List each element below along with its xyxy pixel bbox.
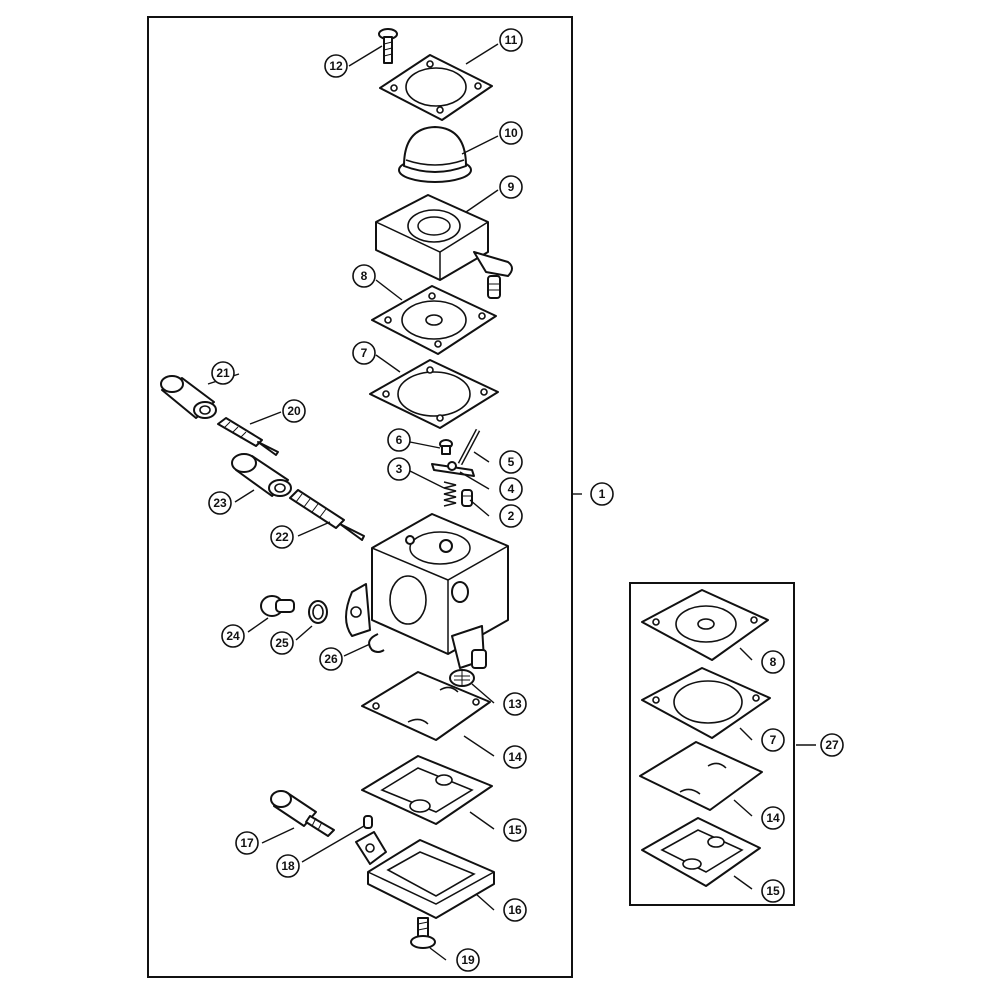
svg-text:13: 13 xyxy=(508,697,522,711)
svg-text:4: 4 xyxy=(508,482,515,496)
part-26-clip xyxy=(368,633,385,653)
kit-callout-14: 14 xyxy=(761,806,785,830)
part-6-screw xyxy=(439,439,453,455)
callout-12: 12 xyxy=(324,54,348,78)
callout-16: 16 xyxy=(503,898,527,922)
part-10-primer-bulb xyxy=(398,126,472,183)
callout-21: 21 xyxy=(211,361,235,385)
repair-kit-frame xyxy=(629,582,795,906)
part-23-limiter-cap xyxy=(231,453,292,497)
callout-14: 14 xyxy=(503,745,527,769)
part-16-metering-cover xyxy=(355,831,495,919)
svg-text:15: 15 xyxy=(508,823,522,837)
svg-text:7: 7 xyxy=(361,346,368,360)
main-assembly-frame xyxy=(147,16,573,978)
svg-text:25: 25 xyxy=(275,636,289,650)
kit-part-15-gasket xyxy=(641,817,761,887)
svg-text:20: 20 xyxy=(287,404,301,418)
callout-17: 17 xyxy=(235,831,259,855)
part-8-diaphragm xyxy=(371,285,497,355)
svg-text:2: 2 xyxy=(508,509,515,523)
part-3-spring xyxy=(443,481,457,507)
part-22-adjusting-screw xyxy=(289,489,365,541)
svg-text:10: 10 xyxy=(504,126,518,140)
part-12-screw xyxy=(378,28,398,64)
svg-text:8: 8 xyxy=(770,655,777,669)
svg-text:7: 7 xyxy=(770,733,777,747)
callout-9: 9 xyxy=(499,175,523,199)
part-14-metering-diaphragm xyxy=(361,671,491,741)
part-5-pin xyxy=(457,428,481,466)
part-2-inlet-needle xyxy=(461,489,473,507)
kit-callout-15: 15 xyxy=(761,879,785,903)
part-24-fitting xyxy=(260,595,295,617)
leader-lines xyxy=(207,43,816,961)
svg-text:18: 18 xyxy=(281,859,295,873)
svg-text:27: 27 xyxy=(825,738,839,752)
svg-text:21: 21 xyxy=(216,366,230,380)
svg-text:14: 14 xyxy=(766,811,780,825)
svg-text:16: 16 xyxy=(508,903,522,917)
part-19-screw xyxy=(410,917,436,949)
callout-3: 3 xyxy=(387,457,411,481)
part-4-lever xyxy=(431,461,475,477)
callout-24: 24 xyxy=(221,624,245,648)
callout-6: 6 xyxy=(387,428,411,452)
callout-22: 22 xyxy=(270,525,294,549)
part-20-adjusting-screw xyxy=(217,417,279,456)
svg-text:12: 12 xyxy=(329,59,343,73)
callout-19: 19 xyxy=(456,948,480,972)
part-11-gasket xyxy=(379,54,493,121)
svg-text:22: 22 xyxy=(275,530,289,544)
part-18-pin xyxy=(363,815,373,829)
callout-11: 11 xyxy=(499,28,523,52)
kit-part-8-diaphragm xyxy=(641,589,769,661)
callout-4: 4 xyxy=(499,477,523,501)
part-1-carburetor-body xyxy=(345,513,509,669)
kit-part-7-gasket xyxy=(641,667,771,739)
kit-part-14-metering-diaphragm xyxy=(639,741,763,811)
callout-1: 1 xyxy=(590,482,614,506)
svg-text:23: 23 xyxy=(213,496,227,510)
part-21-limiter-cap xyxy=(160,375,217,419)
kit-callout-7: 7 xyxy=(761,728,785,752)
callout-7: 7 xyxy=(352,341,376,365)
callout-10: 10 xyxy=(499,121,523,145)
callout-23: 23 xyxy=(208,491,232,515)
callout-25: 25 xyxy=(270,631,294,655)
svg-text:5: 5 xyxy=(508,455,515,469)
svg-text:9: 9 xyxy=(508,180,515,194)
callout-27: 27 xyxy=(820,733,844,757)
part-9-primer-housing xyxy=(375,194,513,299)
svg-text:3: 3 xyxy=(396,462,403,476)
callout-13: 13 xyxy=(503,692,527,716)
svg-text:26: 26 xyxy=(324,652,338,666)
part-13-screen xyxy=(449,669,475,687)
part-7-gasket xyxy=(369,359,499,429)
callout-18: 18 xyxy=(276,854,300,878)
callout-15: 15 xyxy=(503,818,527,842)
svg-text:15: 15 xyxy=(766,884,780,898)
svg-text:19: 19 xyxy=(461,953,475,967)
svg-text:11: 11 xyxy=(505,33,518,47)
svg-text:14: 14 xyxy=(508,750,522,764)
callout-2: 2 xyxy=(499,504,523,528)
svg-text:24: 24 xyxy=(226,629,240,643)
callout-20: 20 xyxy=(282,399,306,423)
callout-26: 26 xyxy=(319,647,343,671)
svg-text:17: 17 xyxy=(240,836,254,850)
svg-text:8: 8 xyxy=(361,269,368,283)
part-15-gasket xyxy=(361,755,493,825)
callout-5: 5 xyxy=(499,450,523,474)
svg-text:6: 6 xyxy=(396,433,403,447)
part-25-washer xyxy=(308,600,328,624)
callout-8: 8 xyxy=(352,264,376,288)
svg-text:1: 1 xyxy=(599,487,606,501)
part-17-fitting xyxy=(270,790,335,837)
kit-callout-8: 8 xyxy=(761,650,785,674)
